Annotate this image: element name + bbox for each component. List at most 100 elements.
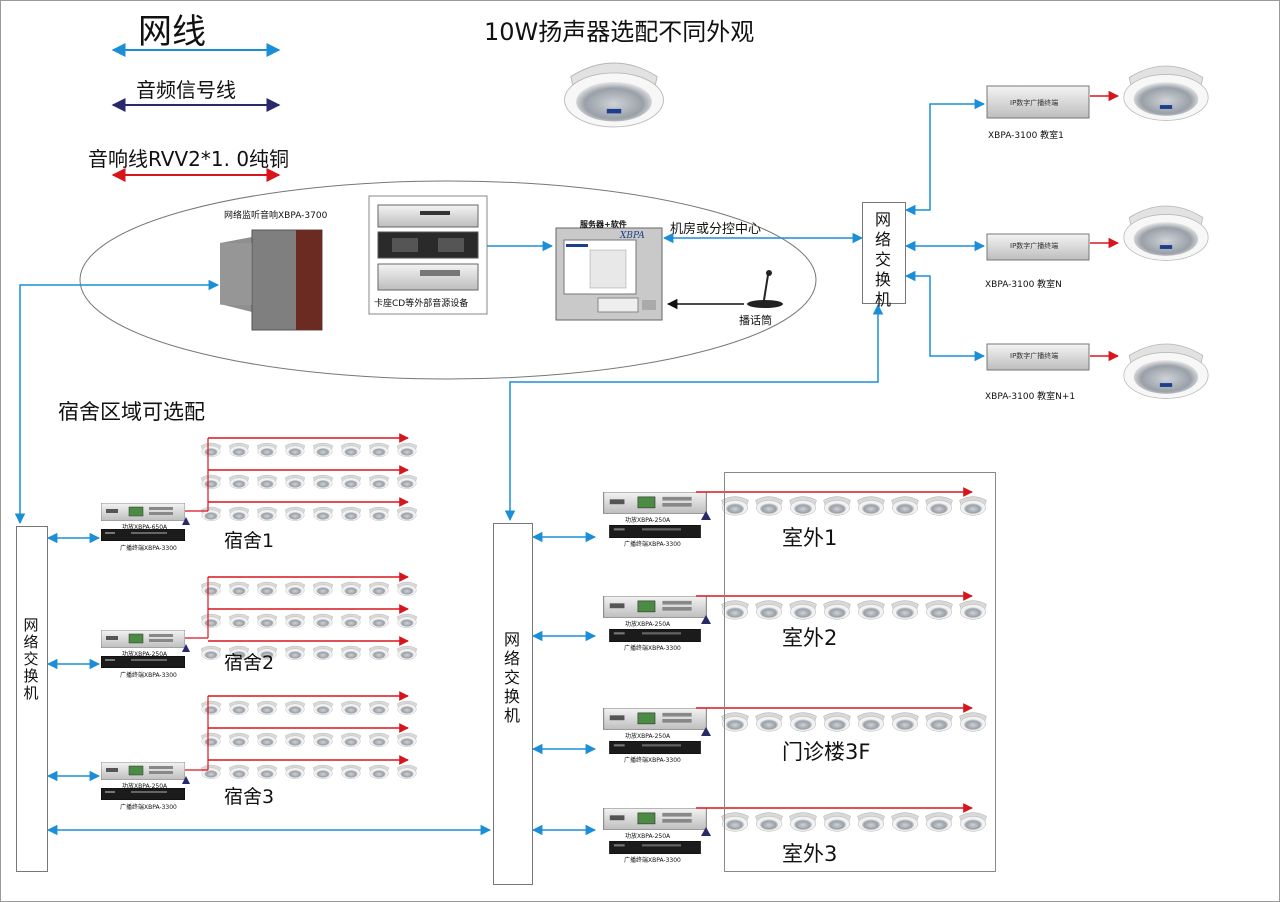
ceiling-speaker-icon: [228, 732, 250, 748]
ceiling-speaker-icon: [396, 764, 418, 780]
ceiling-speaker-icon: [396, 581, 418, 597]
ceiling-speaker-icon: [284, 645, 306, 661]
switch-label: 网络交换机: [23, 616, 39, 702]
terminal-label: 广播终端XBPA-3300: [120, 545, 177, 552]
microphone-icon: [747, 270, 783, 308]
ceiling-speaker-icon: [564, 62, 664, 128]
broadcast-terminal-icon: [608, 741, 702, 754]
ceiling-speaker-icon: [200, 732, 222, 748]
outdoor-area-name: 室外2: [782, 626, 838, 650]
classroom-speaker-icon-1: [1123, 65, 1209, 121]
ceiling-speaker-icon: [200, 506, 222, 522]
ceiling-speaker-icon: [200, 764, 222, 780]
ceiling-speaker-icon: [228, 506, 250, 522]
terminal-label: 广播终端XBPA-3300: [120, 672, 177, 679]
ceiling-speaker-icon: [340, 442, 362, 458]
classroom-speaker-icon-3: [1123, 343, 1209, 399]
broadcast-terminal-icon: [608, 841, 702, 854]
amplifier-label: 功放XBPA-250A: [625, 733, 671, 740]
terminal-label: 广播终端XBPA-3300: [120, 804, 177, 811]
terminal-label: 广播终端XBPA-3300: [624, 645, 681, 652]
terminal-label: 广播终端XBPA-3300: [624, 857, 681, 864]
ceiling-speaker-icon: [200, 442, 222, 458]
ceiling-speaker-icon: [284, 732, 306, 748]
classroom-label: XBPA-3100 教室N: [985, 280, 1062, 290]
amplifier-label: 功放XBPA-250A: [625, 833, 671, 840]
amplifier-label: 功放XBPA-250A: [122, 783, 168, 790]
ceiling-speaker-icon: [284, 700, 306, 716]
outdoor-area: [531, 487, 987, 854]
ceiling-speaker-icon: [396, 474, 418, 490]
dorm-group: [46, 433, 418, 544]
ceiling-speaker-icon: [396, 645, 418, 661]
amplifier-label: 功放XBPA-650A: [122, 524, 168, 531]
ceiling-speaker-icon: [312, 581, 334, 597]
terminal-label: 广播终端XBPA-3300: [624, 541, 681, 548]
legend-speaker-label: 音响线RVV2*1. 0纯铜: [88, 147, 290, 171]
dorm-title: 宿舍区域可选配: [58, 400, 205, 424]
ceiling-speaker-icon: [228, 613, 250, 629]
ceiling-speaker-icon: [340, 732, 362, 748]
ceiling-speaker-icon: [340, 581, 362, 597]
ceiling-speaker-icon: [340, 764, 362, 780]
outdoor-group: [531, 703, 987, 755]
amplifier-icon: [603, 492, 707, 514]
ceiling-speaker-icon: [340, 613, 362, 629]
ceiling-speaker-icon: [200, 613, 222, 629]
ceiling-speaker-icon: [368, 581, 390, 597]
monitor-speaker-label: 网络监听音响XBPA-3700: [224, 211, 328, 221]
broadcast-terminal-icon: [608, 525, 702, 538]
ceiling-speaker-icon: [284, 474, 306, 490]
ceiling-speaker-icon: [284, 506, 306, 522]
dorm-group: [46, 691, 418, 800]
server-label: 服务器+软件: [580, 220, 627, 229]
top-title: 10W扬声器选配不同外观: [484, 18, 755, 46]
ceiling-speaker-icon: [396, 613, 418, 629]
amplifier-icon: [101, 762, 185, 780]
control-center-label: 机房或分控中心: [670, 222, 762, 237]
ceiling-speaker-icon: [256, 506, 278, 522]
outdoor-area-name: 室外3: [782, 842, 838, 866]
ceiling-speaker-icon: [200, 474, 222, 490]
ceiling-speaker-icon: [396, 700, 418, 716]
server-icon: [555, 227, 663, 321]
ceiling-speaker-icon: [312, 732, 334, 748]
source-devices-label: 卡座CD等外部音源设备: [374, 299, 469, 309]
dorm-area: [46, 433, 418, 800]
network-switch-top: 网络交换机: [862, 202, 906, 309]
ceiling-speaker-icon: [228, 474, 250, 490]
audio-marker-icon: [182, 517, 190, 525]
ceiling-speaker-icon: [312, 613, 334, 629]
ceiling-speaker-icon: [312, 474, 334, 490]
ceiling-speaker-icon: [396, 442, 418, 458]
dorm-name: 宿舍2: [224, 652, 275, 674]
outdoor-group: [531, 803, 987, 854]
ceiling-speaker-icon: [228, 581, 250, 597]
dorm-name: 宿舍1: [224, 530, 275, 552]
audio-marker-icon: [701, 727, 711, 736]
ceiling-speaker-icon: [312, 700, 334, 716]
server-brand: XBPA: [620, 231, 645, 241]
outdoor-group: [531, 591, 987, 642]
amplifier-icon: [603, 596, 707, 618]
ceiling-speaker-icon: [312, 442, 334, 458]
classroom-speaker-icon-2: [1123, 205, 1209, 261]
ceiling-speaker-icon: [368, 732, 390, 748]
ceiling-speaker-icon: [340, 474, 362, 490]
network-switch-center: 网络交换机: [493, 523, 533, 885]
amplifier-icon: [603, 708, 707, 730]
outdoor-group: [531, 487, 987, 543]
ceiling-speaker-icon: [200, 581, 222, 597]
audio-marker-icon: [701, 511, 711, 520]
ceiling-speaker-icon: [284, 764, 306, 780]
ceiling-speaker-icon: [368, 764, 390, 780]
terminal-label: 广播终端XBPA-3300: [624, 757, 681, 764]
ceiling-speaker-icon: [284, 613, 306, 629]
ceiling-speaker-icon: [340, 645, 362, 661]
dorm-name: 宿舍3: [224, 786, 275, 808]
audio-source-rack-icon: [368, 195, 488, 315]
ceiling-speaker-icon: [256, 474, 278, 490]
classroom-label: XBPA-3100 教室1: [988, 131, 1064, 141]
terminal-text: IP数字广播终端: [1010, 352, 1059, 360]
